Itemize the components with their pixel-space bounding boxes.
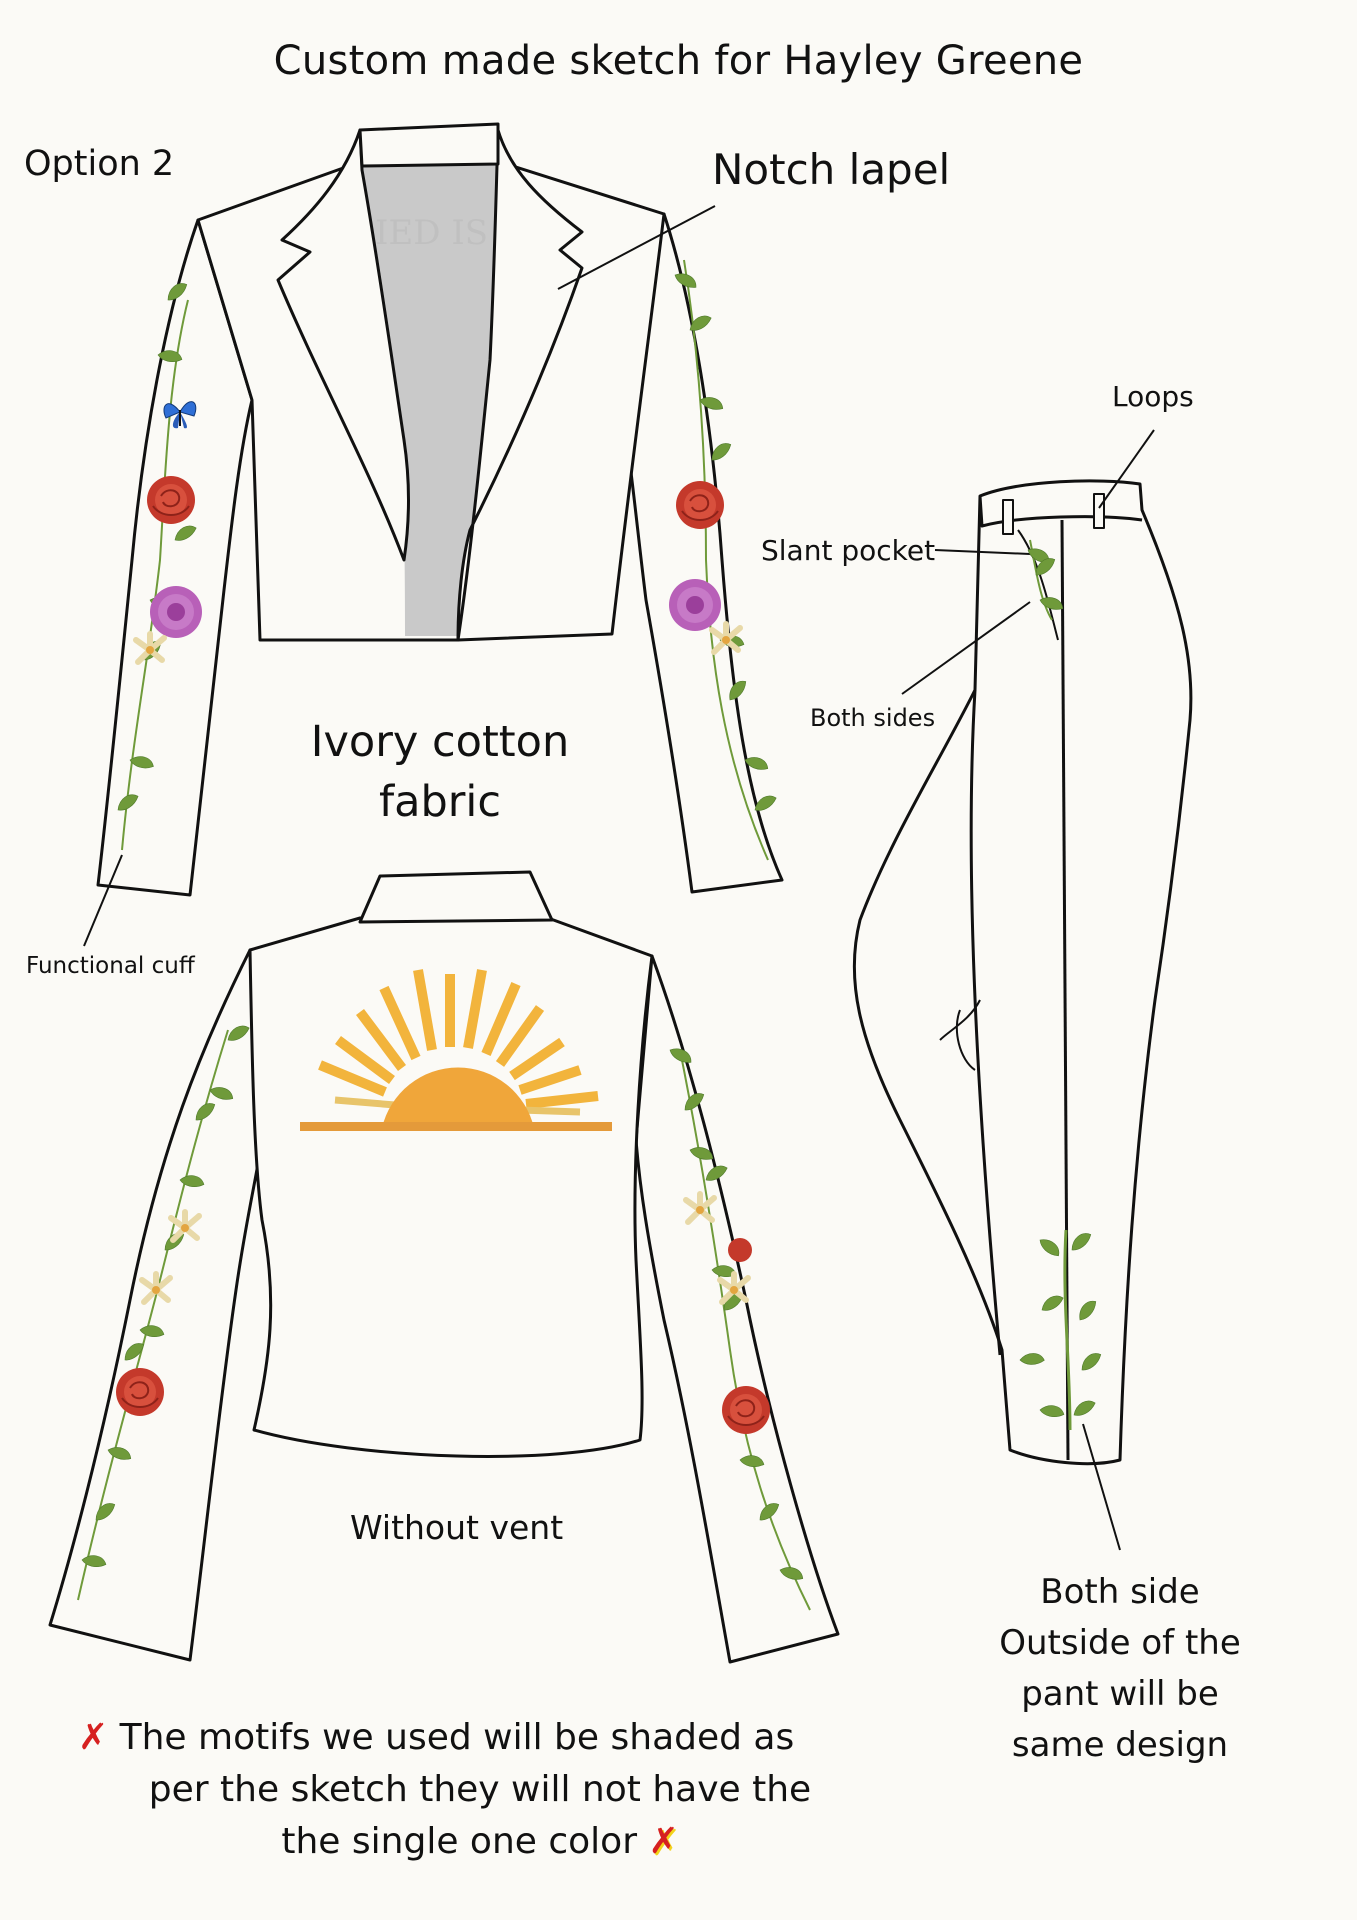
front-left-sleeve-motif [113, 279, 202, 851]
front-jacket-collar [358, 122, 500, 168]
front-right-sleeve-motif [669, 259, 779, 861]
butterfly-icon [163, 401, 197, 429]
slant-pocket-label: Slant pocket [761, 534, 936, 567]
option-label: Option 2 [24, 144, 175, 184]
back-jacket-collar [358, 870, 554, 924]
svg-text:IED IS: IED IS [375, 213, 488, 253]
pocket-motif [1026, 539, 1066, 621]
sun-motif [300, 969, 612, 1131]
both-sides-label: Both sides [810, 704, 936, 732]
star-mark-icon: ✗ [648, 1821, 679, 1862]
front-jacket [96, 122, 784, 897]
fabric-label: Ivory cotton fabric [310, 717, 570, 827]
motif-note-line-1: The motifs we used will be shaded as [119, 1717, 795, 1758]
front-jacket-lining [362, 164, 497, 636]
star-mark-icon: ✗ [78, 1717, 109, 1758]
pant-leg-motif [1019, 1229, 1105, 1431]
motif-note-line-2: per the sketch they will not have the [148, 1769, 812, 1810]
page-title: Custom made sketch for Hayley Greene [273, 38, 1084, 84]
back-jacket-right-sleeve [634, 954, 840, 1664]
back-right-sleeve-motif [668, 1042, 811, 1611]
pants [852, 479, 1193, 1466]
functional-cuff-label: Functional cuff [26, 953, 195, 979]
loops-label: Loops [1112, 380, 1194, 413]
front-jacket-right-lapel [456, 128, 584, 642]
back-jacket-left-sleeve [48, 948, 264, 1662]
without-vent-label: Without vent [350, 1508, 564, 1547]
both-side-note: Both side Outside of the pant will be sa… [999, 1572, 1241, 1765]
front-jacket-left-lapel [276, 128, 410, 562]
notch-lapel-label: Notch lapel [712, 145, 951, 194]
back-left-sleeve-motif [77, 1023, 252, 1601]
front-jacket-right-sleeve [618, 212, 784, 894]
motif-note-line-3: the single one color [281, 1821, 637, 1862]
motif-note: ✗ The motifs we used will be shaded as p… [70, 1712, 890, 1868]
